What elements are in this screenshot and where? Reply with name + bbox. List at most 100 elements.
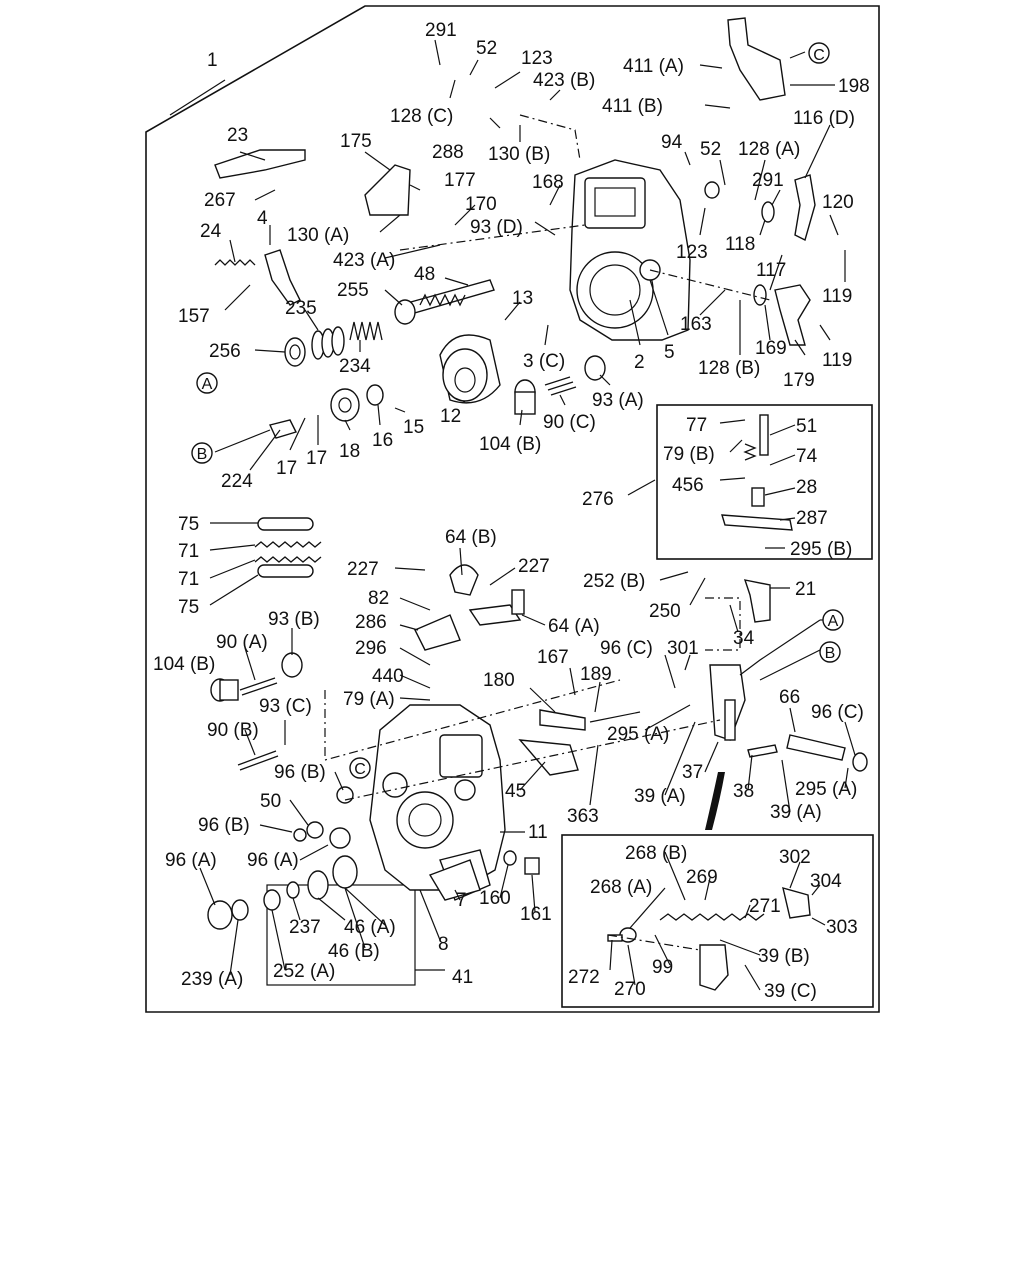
- link-line-A: [739, 619, 821, 676]
- callout-227-right: 227: [518, 556, 550, 577]
- callout-252a: 252 (A): [273, 961, 335, 982]
- callout-288: 288: [432, 142, 464, 163]
- callout-175: 175: [340, 131, 372, 152]
- tube-75-bottom: [257, 564, 314, 578]
- callout-17-right: 17: [306, 448, 327, 469]
- dash-line-6: [607, 934, 701, 951]
- callout-66: 66: [779, 687, 800, 708]
- callout-45: 45: [505, 781, 526, 802]
- inset-box-governor-springs: [561, 834, 874, 1008]
- callout-169: 169: [755, 338, 787, 359]
- callout-52-top: 52: [476, 38, 497, 59]
- callout-167: 167: [537, 647, 569, 668]
- callout-39a-left: 39 (A): [634, 786, 686, 807]
- callout-287: 287: [796, 508, 828, 529]
- governor-housing-part-12: [439, 334, 501, 404]
- callout-411a: 411 (A): [623, 56, 684, 77]
- callout-286: 286: [355, 612, 387, 633]
- callout-79b: 79 (B): [663, 444, 715, 465]
- lever-180: [539, 709, 586, 731]
- dash-line-4: [344, 719, 721, 801]
- callout-93b: 93 (B): [268, 609, 320, 630]
- callout-250: 250: [649, 601, 681, 622]
- callout-118: 118: [725, 234, 755, 255]
- callout-94: 94: [661, 132, 683, 153]
- link-64b: [449, 564, 479, 596]
- callout-18: 18: [339, 441, 360, 462]
- callout-423b: 423 (B): [533, 70, 595, 91]
- tube-75-top: [257, 517, 314, 531]
- callout-96a-right: 96 (A): [247, 850, 299, 871]
- svg-text:B: B: [197, 446, 208, 463]
- callout-75-top: 75: [178, 514, 199, 535]
- callout-296: 296: [355, 638, 387, 659]
- callout-163: 163: [680, 314, 712, 335]
- callout-116d: 116 (D): [793, 108, 855, 129]
- callout-119-upper: 119: [822, 286, 852, 307]
- lever-116d: [794, 174, 816, 242]
- callout-161: 161: [520, 904, 552, 925]
- nut-93b: [281, 652, 303, 678]
- lever-45: [518, 739, 579, 776]
- circle-marker-B-right: B: [819, 641, 841, 663]
- callout-271: 271: [749, 896, 781, 917]
- callout-170: 170: [465, 194, 497, 215]
- callout-50: 50: [260, 791, 281, 812]
- plate-286: [414, 614, 461, 651]
- spring-234: [349, 321, 383, 341]
- spring-71-bottom: [254, 556, 322, 563]
- callout-96c-upper: 96 (C): [600, 638, 653, 659]
- callout-93d: 93 (D): [470, 217, 523, 238]
- callout-39b: 39 (B): [758, 946, 810, 967]
- callout-117: 117: [756, 260, 786, 281]
- callout-272: 272: [568, 967, 600, 988]
- callout-93a: 93 (A): [592, 390, 644, 411]
- callout-48: 48: [414, 264, 435, 285]
- callout-17-left: 17: [276, 458, 297, 479]
- callout-255: 255: [337, 280, 369, 301]
- circle-marker-C-lower: C: [349, 757, 371, 779]
- svg-text:A: A: [202, 376, 213, 393]
- callout-37: 37: [682, 762, 703, 783]
- callout-180: 180: [483, 670, 515, 691]
- circle-marker-B-left: B: [191, 442, 213, 464]
- dash-line-1: [519, 114, 581, 161]
- callout-123-top: 123: [521, 48, 553, 69]
- springs-right: [704, 181, 775, 306]
- pin-38: [747, 744, 778, 758]
- callout-120: 120: [822, 192, 854, 213]
- plug-161: [524, 857, 540, 875]
- lever-4: [264, 249, 301, 306]
- bolt-224: [269, 419, 297, 439]
- callout-13: 13: [512, 288, 533, 309]
- dash-line-3: [324, 679, 621, 761]
- callout-128a: 128 (A): [738, 139, 800, 160]
- callout-411b: 411 (B): [602, 96, 663, 117]
- callout-71-bottom: 71: [178, 569, 199, 590]
- callout-224: 224: [221, 471, 253, 492]
- callout-4: 4: [257, 208, 268, 229]
- callout-96c-lower: 96 (C): [811, 702, 864, 723]
- callout-5: 5: [664, 342, 675, 363]
- callout-276: 276: [582, 489, 614, 510]
- washer-16: [366, 384, 384, 406]
- callout-302: 302: [779, 847, 811, 868]
- shaft-66: [786, 734, 868, 772]
- callout-237: 237: [289, 917, 321, 938]
- circle-marker-C-top: C: [808, 42, 830, 64]
- callout-39a-right: 39 (A): [770, 802, 822, 823]
- callout-423a: 423 (A): [333, 250, 395, 271]
- lever-175: [364, 164, 411, 216]
- callout-256: 256: [209, 341, 241, 362]
- callout-128c: 128 (C): [390, 106, 453, 127]
- bracket-198: [727, 17, 786, 101]
- bolt-90b: [237, 750, 279, 771]
- svg-text:A: A: [828, 613, 839, 630]
- callout-28: 28: [796, 477, 817, 498]
- callout-119-lower: 119: [822, 350, 852, 371]
- callout-440: 440: [372, 666, 404, 687]
- svg-text:C: C: [813, 47, 825, 64]
- callout-8: 8: [438, 934, 449, 955]
- callout-39c: 39 (C): [764, 981, 817, 1002]
- callout-177: 177: [444, 170, 476, 191]
